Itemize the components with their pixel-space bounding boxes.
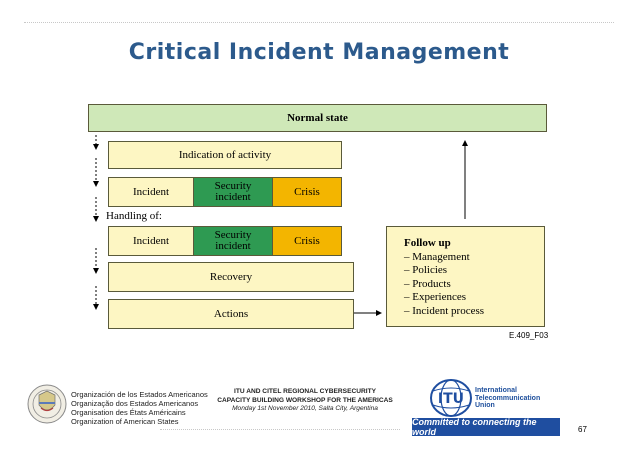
oas-name-line: Organisation des États Américains (71, 408, 186, 417)
actions-box: Actions (108, 299, 354, 329)
follow-up-box: Follow up – Management – Policies – Prod… (386, 226, 545, 327)
itu-name-line: International (475, 387, 518, 394)
incident-label-2: Incident (132, 234, 170, 247)
slide-title: Critical Incident Management (128, 40, 510, 65)
workshop-line: CAPACITY BUILDING WORKSHOP FOR THE AMERI… (217, 396, 393, 404)
workshop-info: ITU AND CITEL REGIONAL CYBERSECURITY CAP… (197, 388, 413, 414)
page-number: 67 (578, 425, 587, 434)
top-divider (24, 22, 614, 23)
follow-up-item: – Management (404, 250, 470, 263)
follow-up-item: – Policies (404, 264, 448, 276)
security-incident-box-2: Security incident (193, 226, 273, 256)
oas-name-line: Organização dos Estados Americanos (71, 399, 199, 408)
itu-name-line: Telecommunication (475, 394, 541, 402)
follow-up-item: – Incident process (404, 304, 485, 317)
security-incident-label-2: Security incident (214, 229, 252, 252)
workshop-date: Monday 1st November 2010, Salta City, Ar… (232, 405, 378, 413)
oas-name-line: Organización de los Estados Americanos (71, 390, 208, 399)
oas-name-line: Organization of American States (71, 417, 179, 426)
itu-logo-text: ITU (438, 391, 464, 407)
oas-name-block: Organización de los Estados Americanos O… (71, 390, 208, 426)
incident-box-1: Incident (108, 177, 194, 207)
security-incident-box-1: Security incident (193, 177, 273, 207)
indication-box: Indication of activity (108, 141, 342, 169)
follow-up-title: Follow up (404, 237, 451, 249)
itu-name-block: International Telecommunication Union (475, 387, 540, 410)
crisis-box-1: Crisis (272, 177, 342, 207)
indication-label: Indication of activity (178, 148, 272, 161)
crisis-box-2: Crisis (272, 226, 342, 256)
incident-box-2: Incident (108, 226, 194, 256)
normal-state-label: Normal state (287, 111, 348, 124)
workshop-line: ITU AND CITEL REGIONAL CYBERSECURITY (233, 388, 377, 395)
crisis-label-1: Crisis (294, 185, 320, 198)
itu-globe-icon: ITU (430, 379, 472, 417)
bottom-divider (160, 429, 400, 430)
oas-seal-icon (27, 384, 67, 424)
itu-slogan: Committed to connecting the world (412, 417, 560, 437)
normal-state-box: Normal state (88, 104, 547, 132)
recovery-label: Recovery (209, 270, 253, 283)
incident-label-1: Incident (132, 185, 170, 198)
figure-code: E.409_F03 (509, 331, 549, 340)
follow-up-item: – Experiences (404, 291, 466, 303)
crisis-label-2: Crisis (294, 234, 320, 247)
handling-label: Handling of: (106, 210, 162, 222)
follow-up-item: – Products (404, 277, 451, 290)
security-incident-label-1: Security incident (214, 180, 252, 203)
recovery-box: Recovery (108, 262, 354, 292)
actions-label: Actions (213, 307, 249, 320)
itu-name-line: Union (475, 402, 495, 409)
